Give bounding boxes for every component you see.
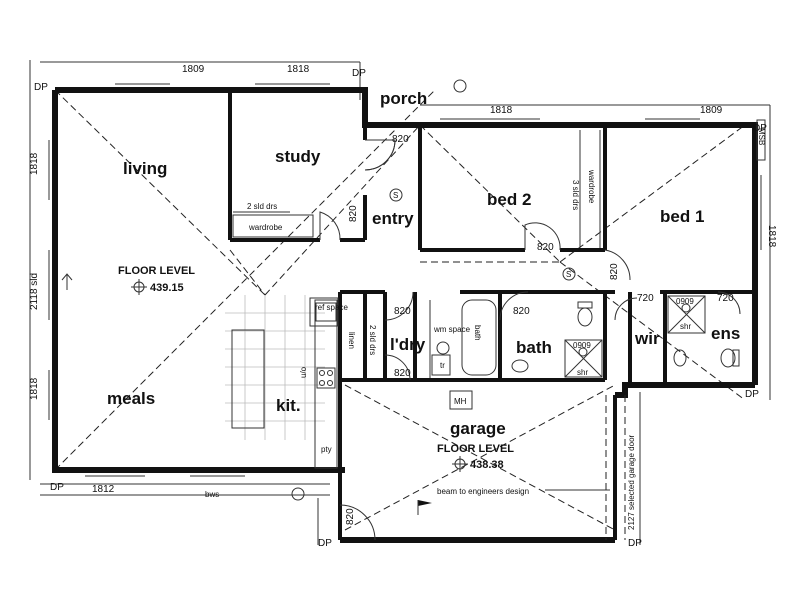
room-label-living: living [123,159,167,178]
room-label-porch: porch [380,89,427,108]
exterior-walls [52,87,758,543]
room-label-bed2: bed 2 [487,190,531,209]
dim-top-1: 1809 [182,64,205,75]
floor-level-value: 439.15 [150,282,184,294]
dp-marker: DP [352,68,366,79]
dim-door-garage: 820 [345,508,356,525]
floor-level-label: FLOOR LEVEL [118,265,195,277]
floor-levels: FLOOR LEVEL 439.15 FLOOR LEVEL 438.38 [118,265,514,472]
dp-marker: DP [628,538,642,549]
door-swings [319,139,741,541]
dim-left-sld: 2118 sld [29,273,40,310]
dim-door-entry: 820 [348,205,359,222]
room-label-kitchen: kit. [276,396,301,415]
dim-bottom-1: 1812 [92,484,115,495]
dp-marker: DP [745,389,759,400]
downpipe-markers: DP DP DP DP DP DP DP [34,68,767,549]
shower-1-size: 0909 [573,341,591,350]
smoke-detector-label: S [566,270,571,279]
floor-level-value: 438.38 [470,459,504,471]
bed2-wardrobe-label: wardrobe [587,169,596,204]
under-oven-label: u/o [299,366,308,378]
bed2-sliding-doors-label: 3 sld drs [571,180,580,210]
linen-label: linen [347,332,356,349]
smoke-detector-icon [562,267,576,281]
room-label-wir: wir [634,329,660,348]
dim-top-4: 1809 [700,105,723,116]
room-label-bed1: bed 1 [660,207,704,226]
room-labels: porch living study entry bed 2 bed 1 l'd… [107,89,740,438]
shower-2-size: 0909 [676,297,694,306]
dim-door-bed2: 820 [537,242,554,253]
windows [48,83,762,477]
meter-box-label: MSB [757,128,766,145]
room-label-laundry: l'dry [390,335,426,354]
smoke-detector-icon [291,487,305,501]
room-label-garage: garage [450,419,506,438]
dimension-lines [29,60,771,545]
dim-door-wir: 720 [637,293,654,304]
garage-door-label: 2127 selected garage door [627,434,636,530]
tiled-floor [225,295,325,440]
shower-1-label: shr [577,368,588,377]
dim-top-2: 1818 [287,64,310,75]
dim-right-1: 1818 [766,225,777,248]
room-label-ensuite: ens [711,324,740,343]
dim-door-hall: 820 [609,263,620,280]
dim-door-ldry-bottom: 820 [394,368,411,379]
dim-left-2: 1818 [29,377,40,400]
interior-walls [228,90,755,470]
dim-door-ens: 720 [717,293,734,304]
study-wardrobe-label: wardrobe [248,223,283,232]
dim-door-porch: 820 [392,134,409,145]
room-label-study: study [275,147,321,166]
smoke-detector-icon [453,79,467,93]
room-label-bath: bath [516,338,552,357]
floor-level-label: FLOOR LEVEL [437,443,514,455]
dim-door-ldry-top: 820 [394,306,411,317]
dp-marker: DP [34,82,48,93]
trough-label: tr [440,361,445,370]
fixtures [61,119,766,540]
laundry-sliding-doors-label: 2 sld drs [368,325,377,355]
shower-2-label: shr [680,322,691,331]
dp-marker: DP [318,538,332,549]
dim-top-3: 1818 [490,105,513,116]
manhole-label: MH [454,397,467,406]
smoke-detector-icon [389,188,403,202]
smoke-detectors: S S [291,79,576,501]
dim-door-bath: 820 [513,306,530,317]
bathtub-label: bath [473,325,482,341]
dim-left-1: 1818 [29,152,40,175]
beam-note: beam to engineers design [437,487,529,496]
room-label-entry: entry [372,209,414,228]
dp-marker: DP [50,482,64,493]
dimension-labels: 1809 1818 1818 1809 1818 2118 sld 1818 1… [29,64,777,525]
water-service-label: bws [205,490,219,499]
washing-machine-space-label: wm space [433,325,471,334]
smoke-detector-label: S [393,191,398,200]
pantry-label: pty [321,445,332,454]
roof-lines [54,89,746,531]
room-label-meals: meals [107,389,155,408]
fridge-space-label: ref space [315,303,348,312]
dp-marker: DP [753,123,767,134]
annotations: 2 sld drs wardrobe 3 sld drs wardrobe re… [205,128,766,530]
study-sliding-doors-label: 2 sld drs [247,202,277,211]
